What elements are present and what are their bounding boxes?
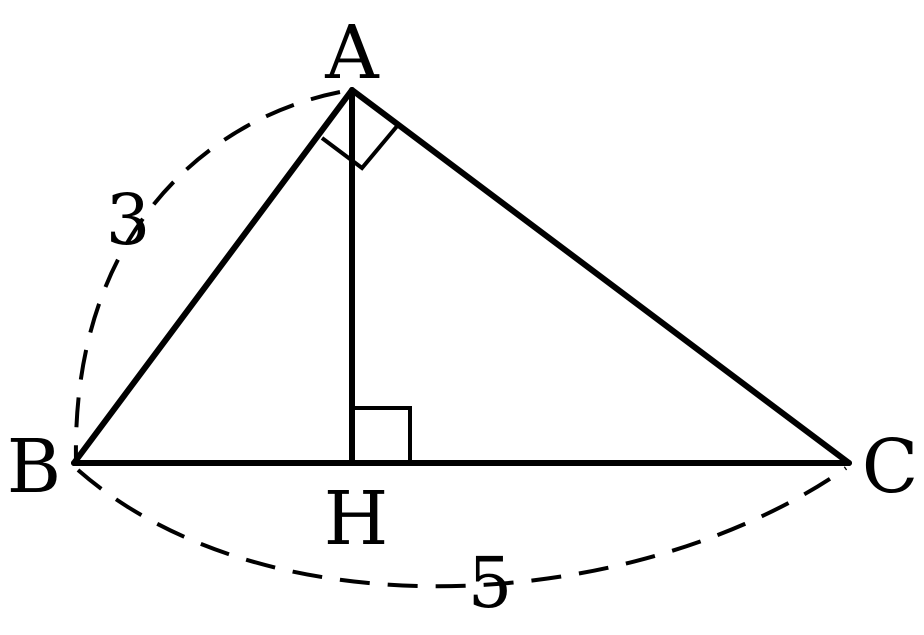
side-ab bbox=[71, 87, 355, 466]
dimension-arc-bc bbox=[76, 466, 848, 589]
right-angle-mark-h bbox=[352, 406, 412, 463]
point-label-b: B bbox=[7, 424, 61, 510]
length-label-ab: 3 bbox=[106, 179, 151, 261]
length-label-bc: 5 bbox=[468, 542, 513, 624]
side-ac bbox=[349, 87, 852, 466]
point-label-c: C bbox=[862, 424, 919, 510]
point-label-a: A bbox=[324, 10, 380, 96]
right-angle-mark-a bbox=[320, 123, 400, 171]
point-label-h: H bbox=[324, 476, 389, 562]
dimension-arc-ab bbox=[73, 90, 341, 461]
